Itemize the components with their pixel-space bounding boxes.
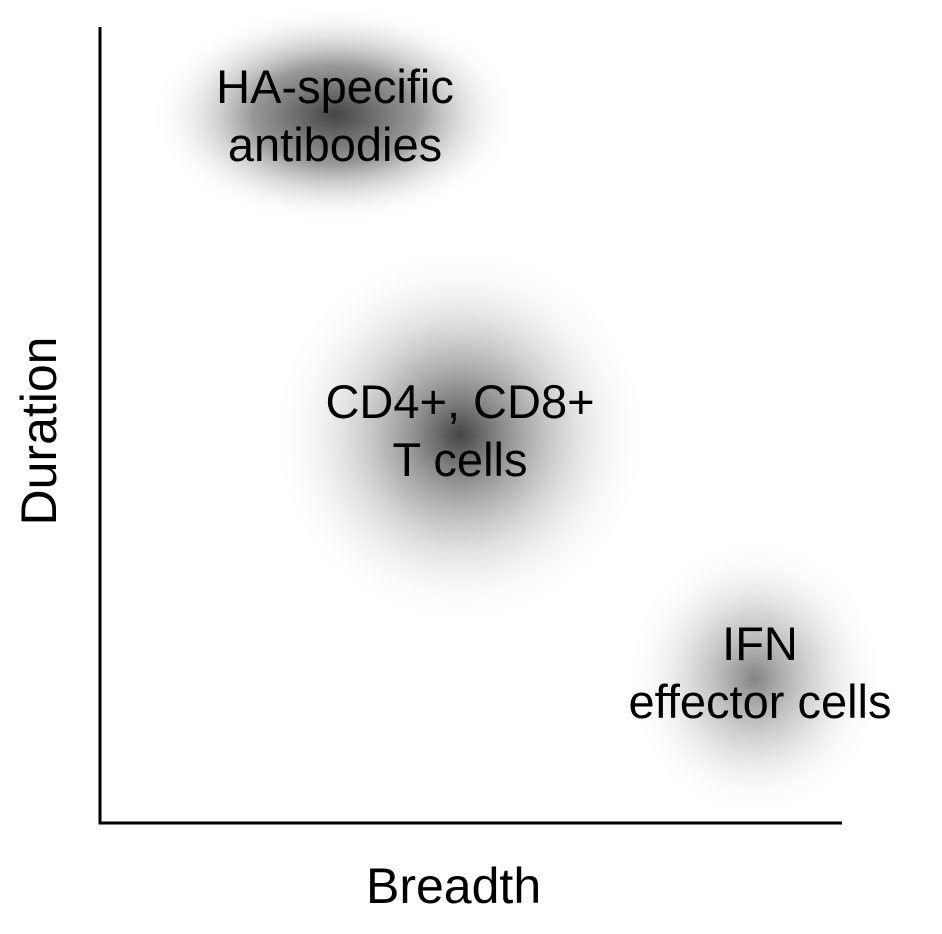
- ha-antibodies-line-1: HA-specific: [216, 60, 454, 113]
- x-axis-label: Breadth: [366, 858, 542, 914]
- t-cells-blob: [270, 245, 650, 625]
- t-cells-line-2: T cells: [392, 433, 528, 486]
- ifn-effector-cells-label: IFN effector cells: [600, 615, 920, 731]
- ha-antibodies-label: HA-specific antibodies: [180, 58, 490, 174]
- ifn-effector-cells-blob: [625, 538, 885, 818]
- ha-antibodies-blob: [150, 5, 520, 225]
- t-cells-line-1: CD4+, CD8+: [325, 375, 595, 428]
- ha-antibodies-line-2: antibodies: [227, 118, 443, 171]
- t-cells-label: CD4+, CD8+ T cells: [290, 373, 630, 489]
- ifn-effector-cells-line-1: IFN: [722, 617, 798, 670]
- ifn-effector-cells-line-2: effector cells: [628, 675, 892, 728]
- y-axis-label: Duration: [11, 336, 67, 526]
